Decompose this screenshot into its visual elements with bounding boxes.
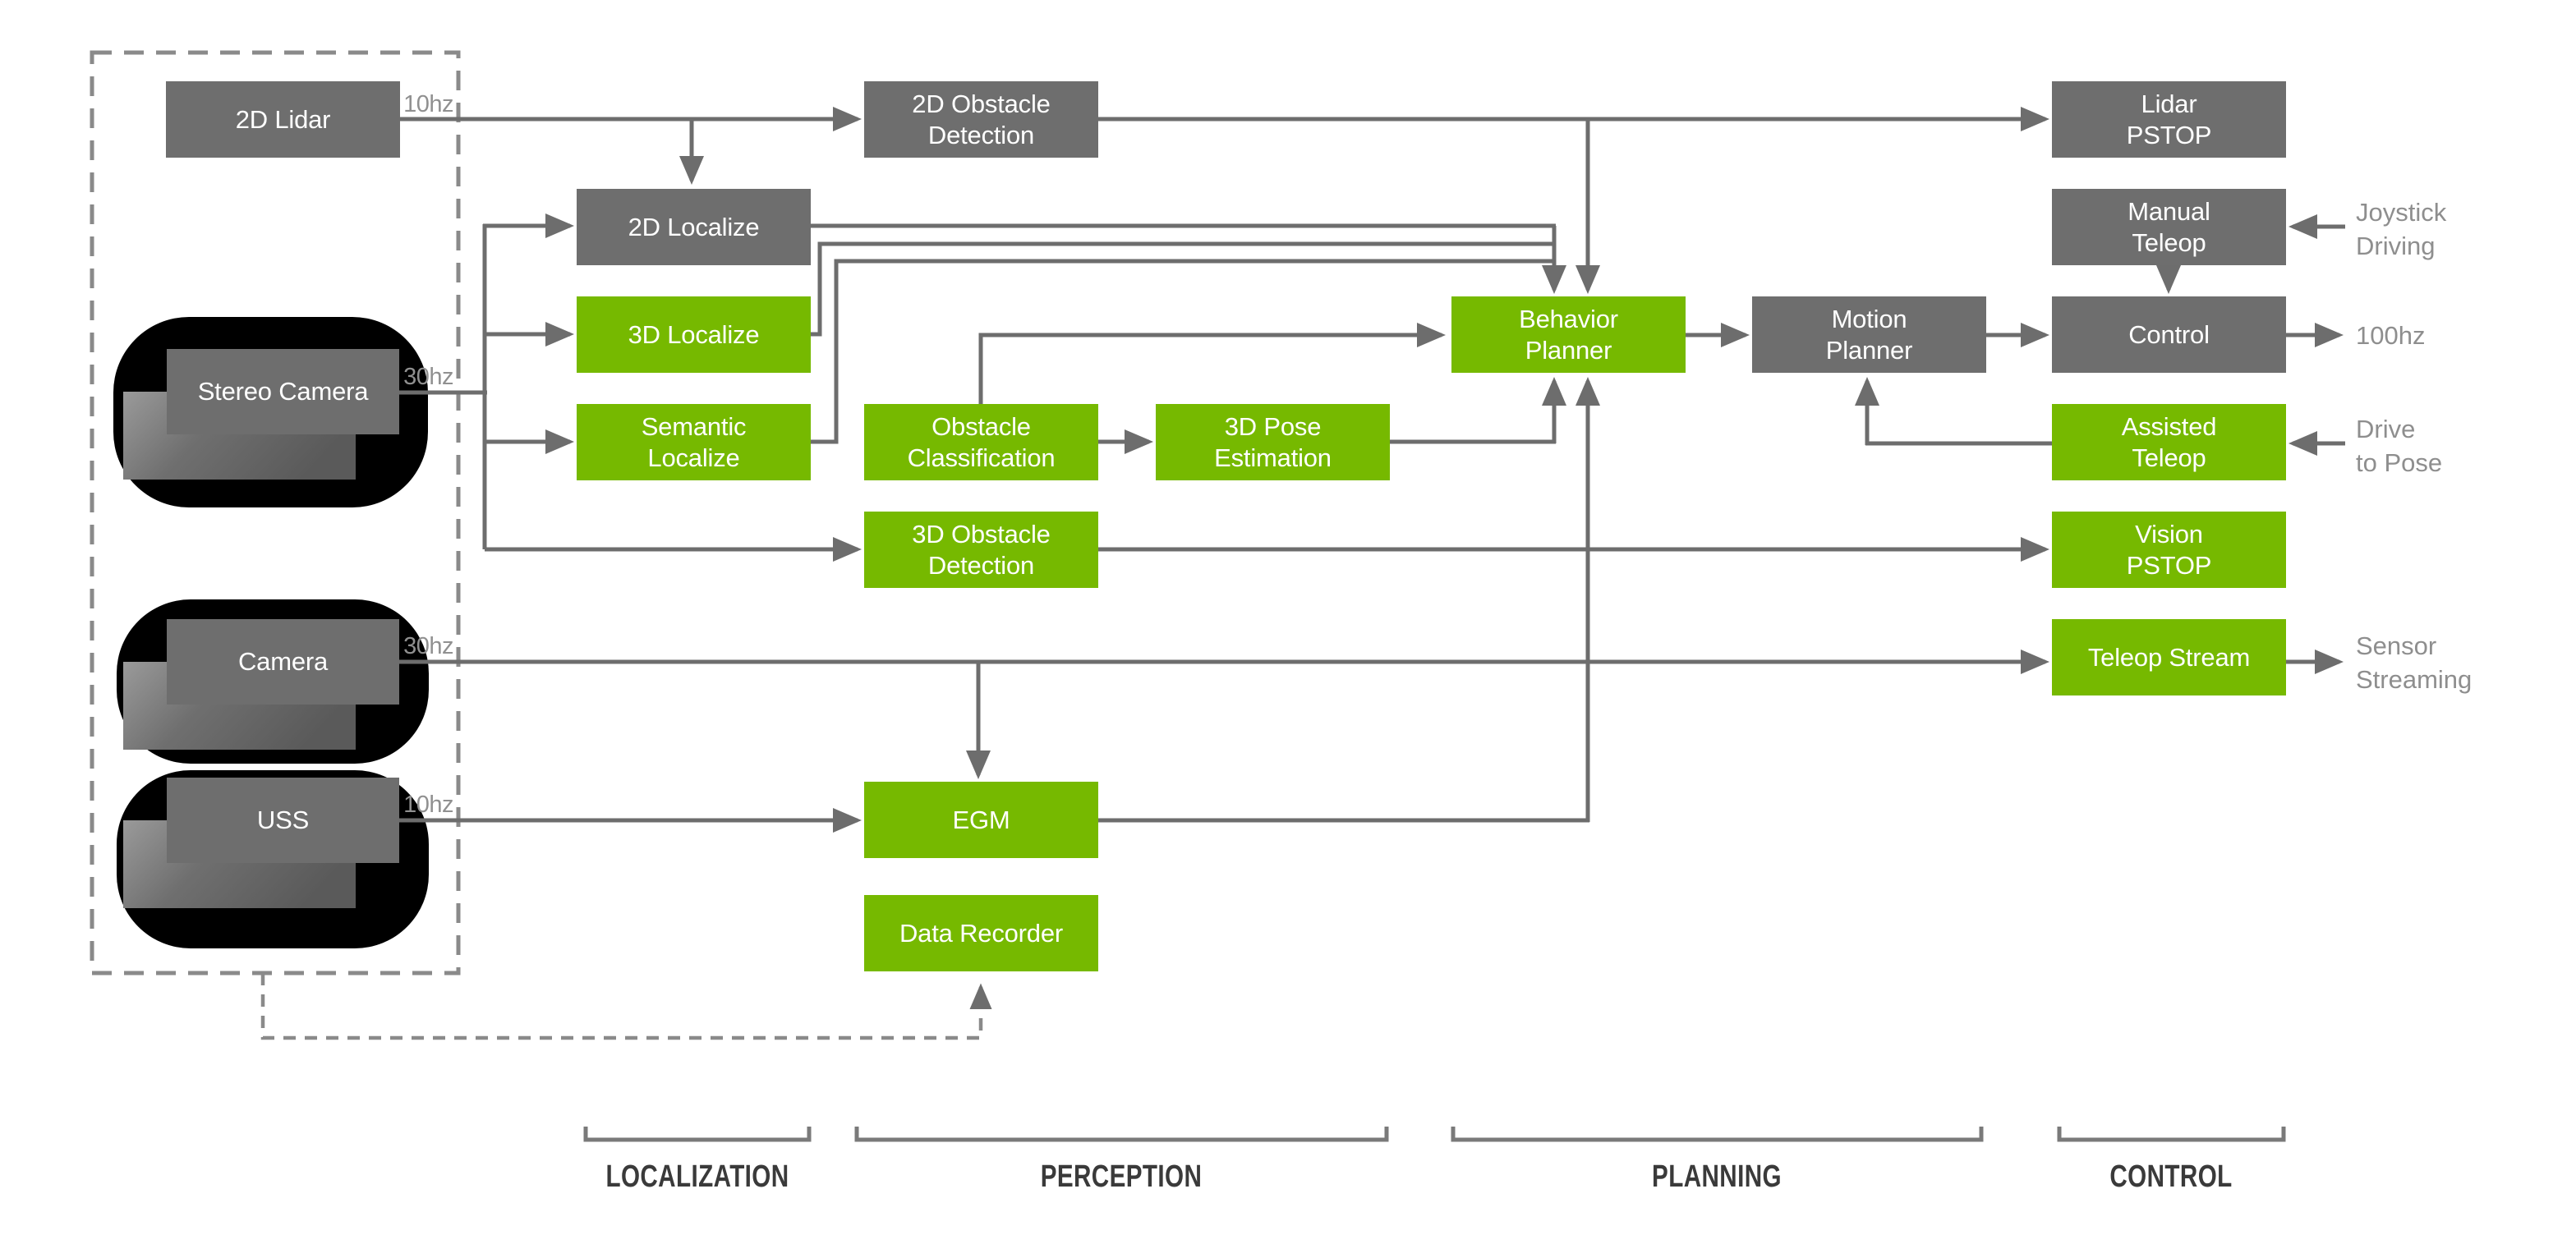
node-3d-localize: 3D Localize <box>577 296 811 373</box>
node-obstacle-classification: Obstacle Classification <box>864 404 1098 480</box>
section-brackets <box>583 1127 2286 1142</box>
bracket-control <box>2057 1127 2286 1142</box>
node-motion-planner: Motion Planner <box>1752 296 1986 373</box>
node-behavior-planner: Behavior Planner <box>1451 296 1686 373</box>
node-semantic-localize: Semantic Localize <box>577 404 811 480</box>
edge-classification-to-behavior <box>978 323 1446 404</box>
rate-uss: 10hz <box>403 792 453 818</box>
section-label-control: CONTROL <box>2109 1159 2233 1194</box>
node-camera: Camera <box>167 619 399 705</box>
label-joystick-driving: Joystick Driving <box>2356 198 2447 260</box>
rate-stereo-camera: 30hz <box>403 364 453 390</box>
node-uss: USS <box>167 778 399 863</box>
bracket-planning <box>1451 1127 1984 1142</box>
label-drive-to-pose: Drive to Pose <box>2356 415 2443 477</box>
recorder-dashed-link <box>260 973 992 1040</box>
node-assisted-teleop: Assisted Teleop <box>2052 404 2286 480</box>
node-control: Control <box>2052 296 2286 373</box>
bus-3d-localize <box>807 241 1552 337</box>
connector-lines <box>399 107 2345 833</box>
section-label-planning: PLANNING <box>1652 1159 1782 1194</box>
bus-semantic-localize <box>807 259 1552 444</box>
node-2d-lidar: 2D Lidar <box>166 81 400 158</box>
bracket-perception <box>854 1127 1389 1142</box>
section-label-perception: PERCEPTION <box>1040 1159 1203 1194</box>
node-3d-pose-estimation: 3D Pose Estimation <box>1156 404 1390 480</box>
node-manual-teleop: Manual Teleop <box>2052 189 2286 265</box>
node-2d-localize: 2D Localize <box>577 189 811 265</box>
rate-camera: 30hz <box>403 633 453 659</box>
label-sensor-streaming: Sensor Streaming <box>2356 631 2472 694</box>
node-2d-obstacle-detection: 2D Obstacle Detection <box>864 81 1098 158</box>
node-teleop-stream: Teleop Stream <box>2052 619 2286 695</box>
node-stereo-camera: Stereo Camera <box>167 349 399 434</box>
node-lidar-pstop: Lidar PSTOP <box>2052 81 2286 158</box>
bracket-localization <box>583 1127 812 1142</box>
node-3d-obstacle-detection: 3D Obstacle Detection <box>864 512 1098 588</box>
node-vision-pstop: Vision PSTOP <box>2052 512 2286 588</box>
rate-lidar: 10hz <box>403 91 453 117</box>
label-100hz: 100hz <box>2356 321 2426 350</box>
node-data-recorder: Data Recorder <box>864 895 1098 971</box>
node-egm: EGM <box>864 782 1098 858</box>
section-label-localization: LOCALIZATION <box>605 1159 789 1194</box>
